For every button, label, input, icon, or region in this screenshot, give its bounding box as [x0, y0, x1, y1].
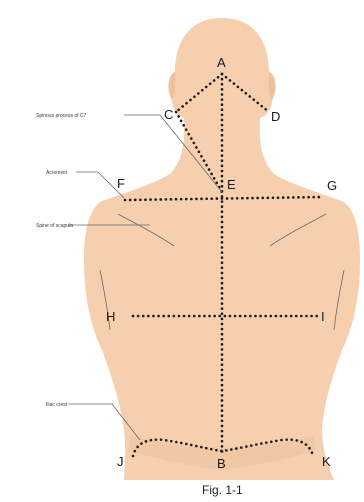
point-label-B: B: [217, 456, 226, 471]
point-label-J: J: [117, 454, 124, 469]
point-label-E: E: [227, 177, 236, 192]
point-label-K: K: [322, 454, 331, 469]
annotation-iliac-crest: Iliac crest: [46, 402, 68, 408]
point-label-F: F: [117, 176, 125, 191]
annotation-spinous-process: Spinous process of C7: [36, 113, 87, 119]
point-label-I: I: [321, 309, 325, 324]
annotation-spine-of-scapula: Spine of scapula: [36, 223, 73, 229]
annotation-acromion: Acromion: [46, 170, 67, 176]
point-label-C: C: [164, 107, 173, 122]
point-label-G: G: [327, 178, 337, 193]
figure-caption: Fig. 1-1: [202, 483, 243, 497]
point-label-D: D: [271, 109, 280, 124]
point-label-H: H: [106, 309, 115, 324]
point-label-A: A: [217, 55, 226, 70]
